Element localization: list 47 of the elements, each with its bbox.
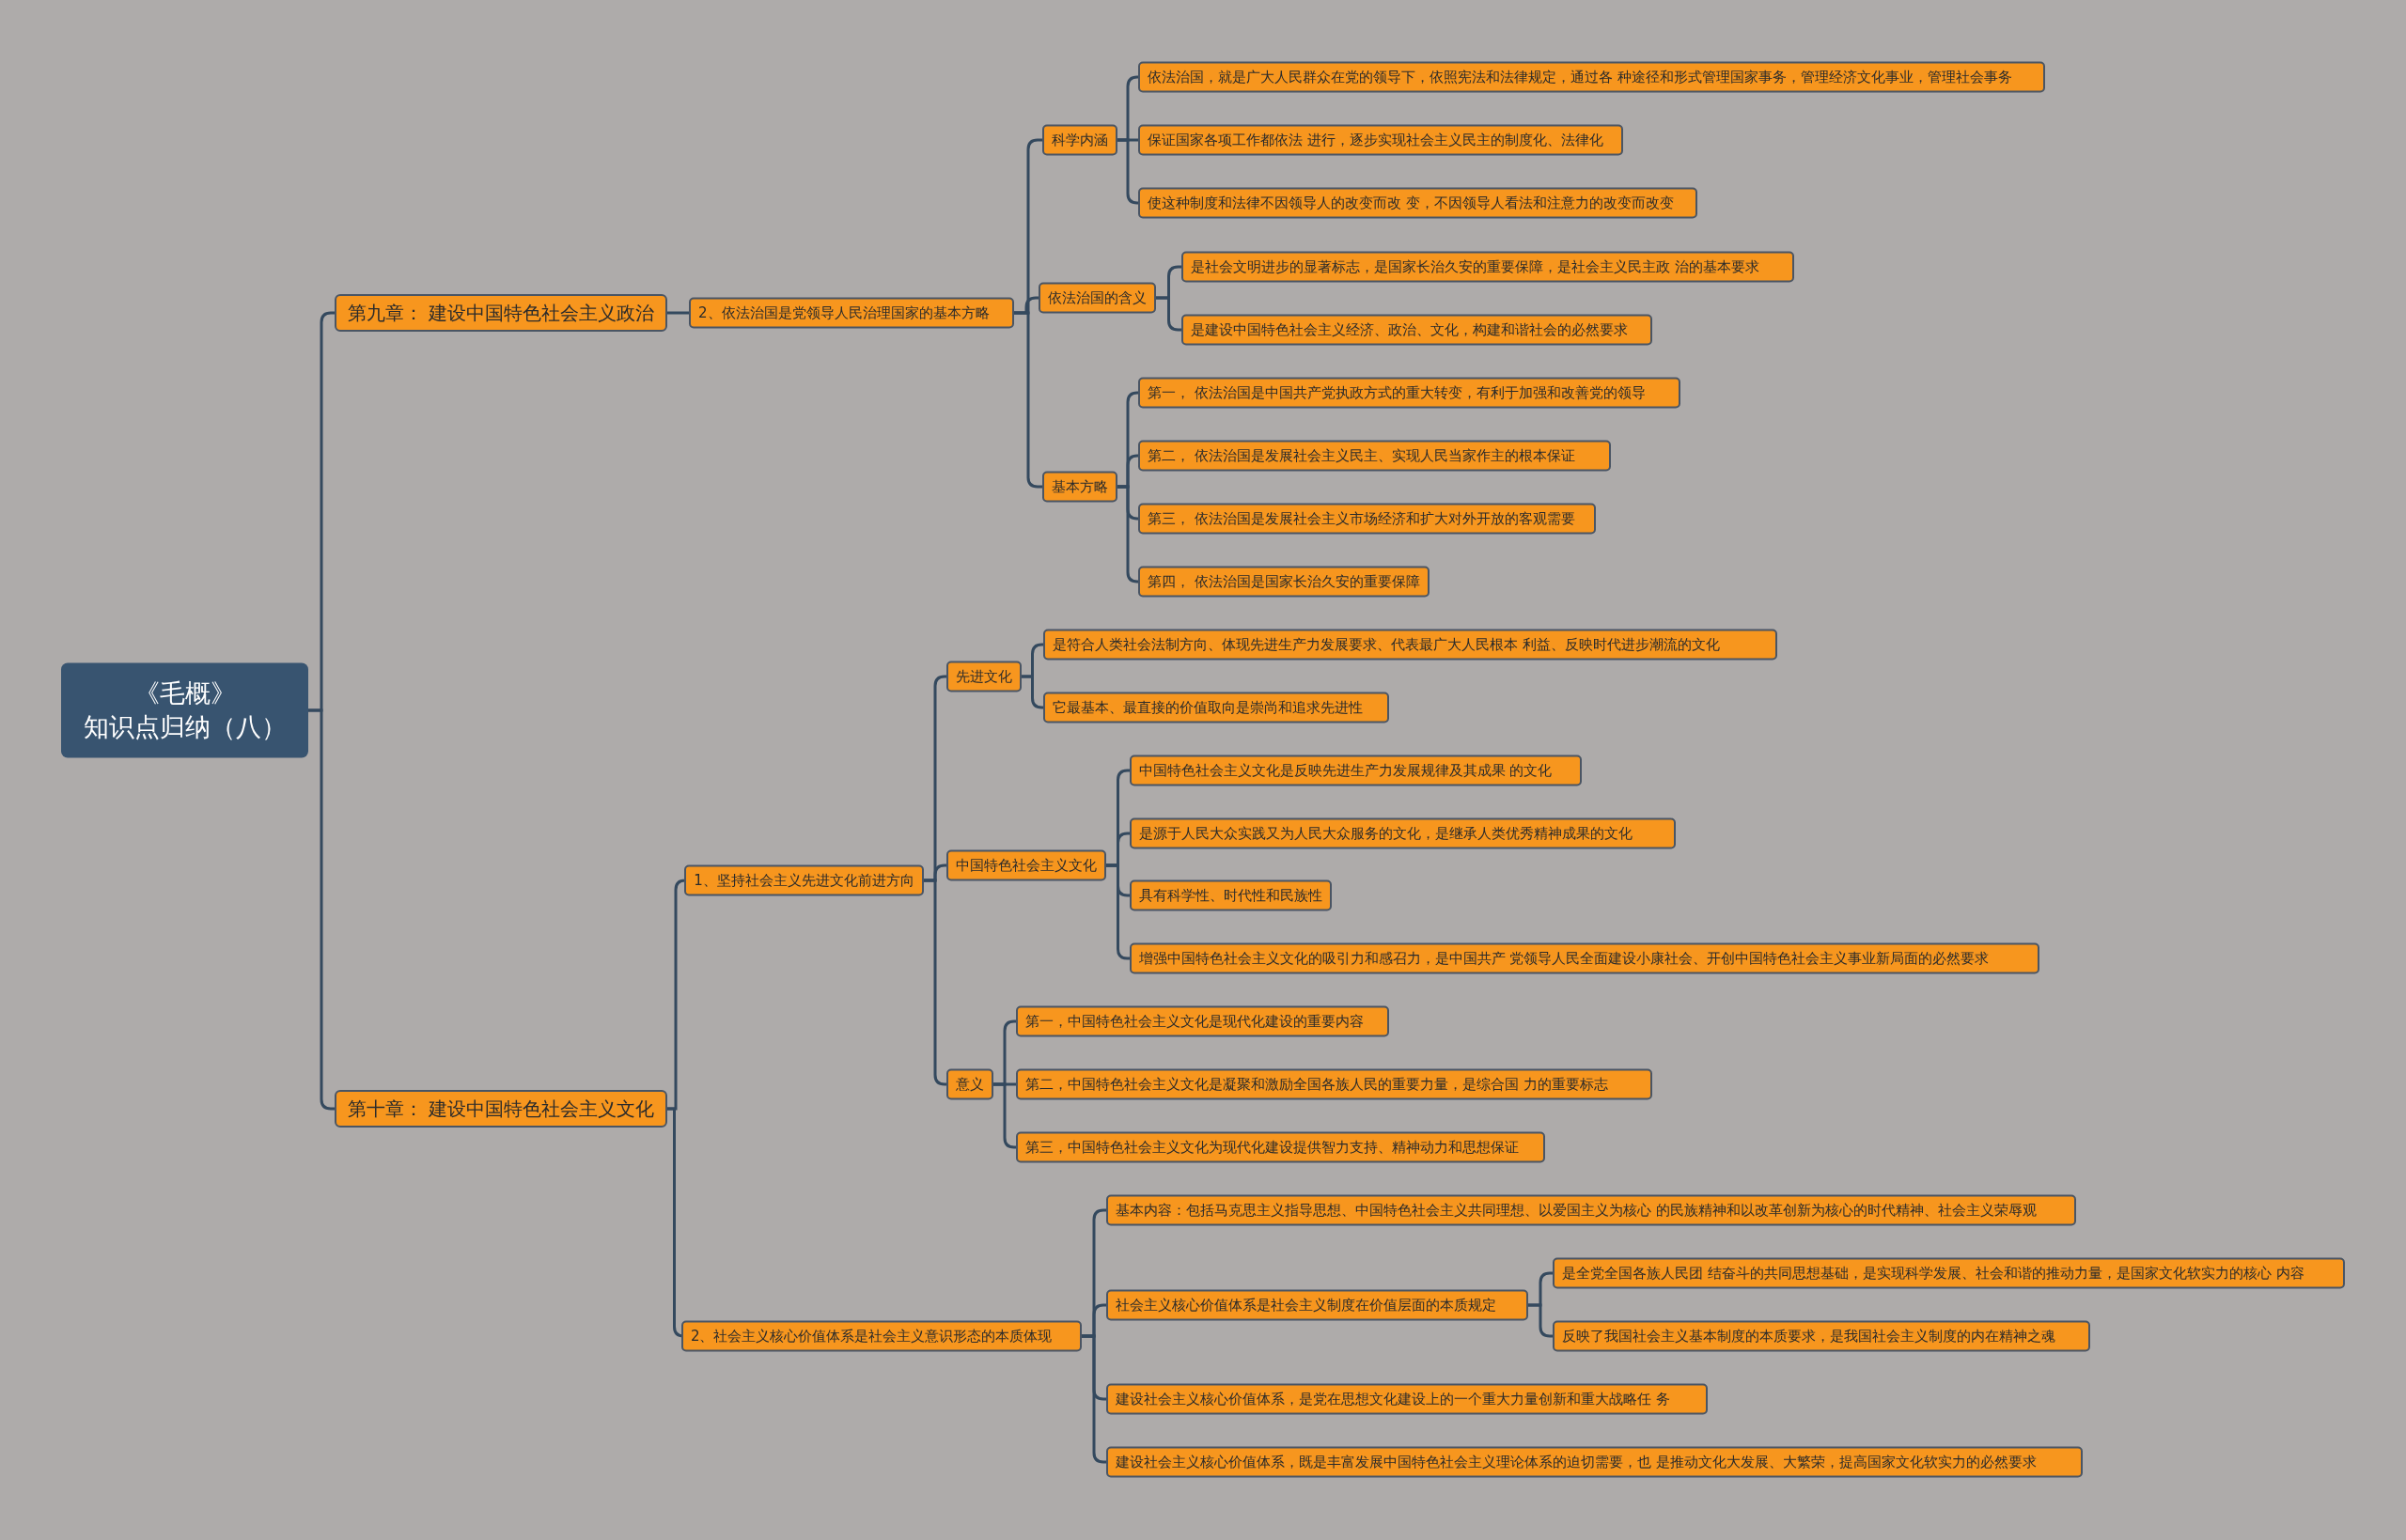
subtopic-box: 具有科学性、时代性和民族性: [1129, 879, 1332, 911]
subtopic-box: 保证国家各项工作都依法 进行，逐步实现社会主义民主的制度化、法律化: [1138, 124, 1624, 156]
connector-line: [1156, 296, 1181, 332]
subtopic-box: 第二，中国特色社会主义文化是凝聚和激励全国各族人民的重要力量，是综合国 力的重要标志: [1015, 1068, 1653, 1100]
connector-line: [667, 311, 689, 315]
subtopic-box: 它最基本、最直接的价值取向是崇尚和追求先进性: [1043, 692, 1389, 723]
subtopic-box: 增强中国特色社会主义文化的吸引力和感召力，是中国共产 党领导人民全面建设小康社会、开创中国特色社会主义事业新局面的必然要求: [1129, 942, 2039, 974]
connector-line: [1117, 485, 1139, 583]
subtopic-box: 第二， 依法治国是发展社会主义民主、实现人民当家作主的根本保证: [1138, 440, 1612, 472]
subtopic-box: 依法治国的含义: [1039, 282, 1157, 314]
subtopic-box: 是社会文明进步的显著标志，是国家长治久安的重要保障，是社会主义民主政 治的基本要求: [1181, 251, 1794, 283]
main-topic-box: 第十章： 建设中国特色社会主义文化: [334, 1090, 668, 1128]
connector-line: [993, 1082, 1017, 1149]
subtopic-box: 社会主义核心价值体系是社会主义制度在价值层面的本质规定: [1106, 1289, 1529, 1321]
subtopic-box: 2、依法治国是党领导人民治理国家的基本方略: [689, 297, 1015, 329]
topic-title: 《毛概》: [133, 677, 236, 709]
connector-line: [924, 879, 947, 1086]
connector-line: [1117, 138, 1139, 205]
subtopic-box: 第四， 依法治国是国家长治久安的重要保障: [1138, 566, 1430, 598]
subtopic-box: 第一， 依法治国是中国共产党执政方式的重大转变，有利于加强和改善党的领导: [1138, 377, 1680, 409]
subtopic-box: 是全党全国各族人民团 结奋斗的共同思想基础，是实现科学发展、社会和谐的推动力量，是国家文化软实力的核心 内容: [1553, 1257, 2345, 1289]
topic-title: 知识点归纳（八）: [83, 710, 287, 743]
subtopic-box: 1、坚持社会主义先进文化前进方向: [684, 864, 924, 896]
connector-line: [1528, 1303, 1553, 1338]
connector-line: [1022, 675, 1044, 709]
subtopic-box: 依法治国，就是广大人民群众在党的领导下，依照宪法和法律规定，通过各 种途径和形式管理国家事务，管理经济文化事业，管理社会事务: [1138, 61, 2046, 93]
subtopic-box: 第三，中国特色社会主义文化为现代化建设提供智力支持、精神动力和思想保证: [1015, 1131, 1546, 1163]
subtopic-box: 是源于人民大众实践又为人民大众服务的文化，是继承人类优秀精神成果的文化: [1129, 817, 1676, 848]
subtopic-box: 建设社会主义核心价值体系，既是丰富发展中国特色社会主义理论体系的迫切需要，也 是推动文化大发展、大繁荣，提高国家文化软实力的必然要求: [1106, 1446, 2083, 1478]
subtopic-box: 中国特色社会主义文化: [946, 849, 1107, 881]
subtopic-box: 2、社会主义核心价值体系是社会主义意识形态的本质体现: [680, 1320, 1082, 1352]
central-topic-box: [61, 662, 309, 758]
subtopic-box: 使这种制度和法律不因领导人的改变而改 变，不因领导人看法和注意力的改变而改变: [1138, 187, 1697, 218]
subtopic-box: 反映了我国社会主义基本制度的本质要求，是我国社会主义制度的内在精神之魂: [1553, 1320, 2090, 1352]
subtopic-box: 先进文化: [946, 661, 1023, 692]
subtopic-box: 第三， 依法治国是发展社会主义市场经济和扩大对外开放的客观需要: [1138, 503, 1596, 535]
subtopic-box: 基本方略: [1041, 471, 1117, 503]
subtopic-box: 是符合人类社会法制方向、体现先进生产力发展要求、代表最广大人民根本 利益、反映时代进步潮流的文化: [1043, 629, 1777, 661]
subtopic-box: 科学内涵: [1041, 124, 1117, 156]
subtopic-box: 意义: [946, 1068, 994, 1100]
subtopic-box: 建设社会主义核心价值体系，是党在思想文化建设上的一个重大力量创新和重大战略任 务: [1106, 1383, 1709, 1415]
main-topic-box: 第九章： 建设中国特色社会主义政治: [334, 294, 668, 333]
subtopic-box: 是建设中国特色社会主义经济、政治、文化，构建和谐社会的必然要求: [1181, 314, 1653, 346]
subtopic-box: 基本内容：包括马克思主义指导思想、中国特色社会主义共同理想、以爱国主义为核心 的民族精神和以改革创新为核心的时代精神、社会主义荣辱观: [1106, 1194, 2076, 1226]
connector-line: [1106, 863, 1130, 960]
subtopic-box: 第一，中国特色社会主义文化是现代化建设的重要内容: [1015, 1005, 1389, 1037]
subtopic-box: 中国特色社会主义文化是反映先进生产力发展规律及其成果 的文化: [1129, 754, 1583, 786]
